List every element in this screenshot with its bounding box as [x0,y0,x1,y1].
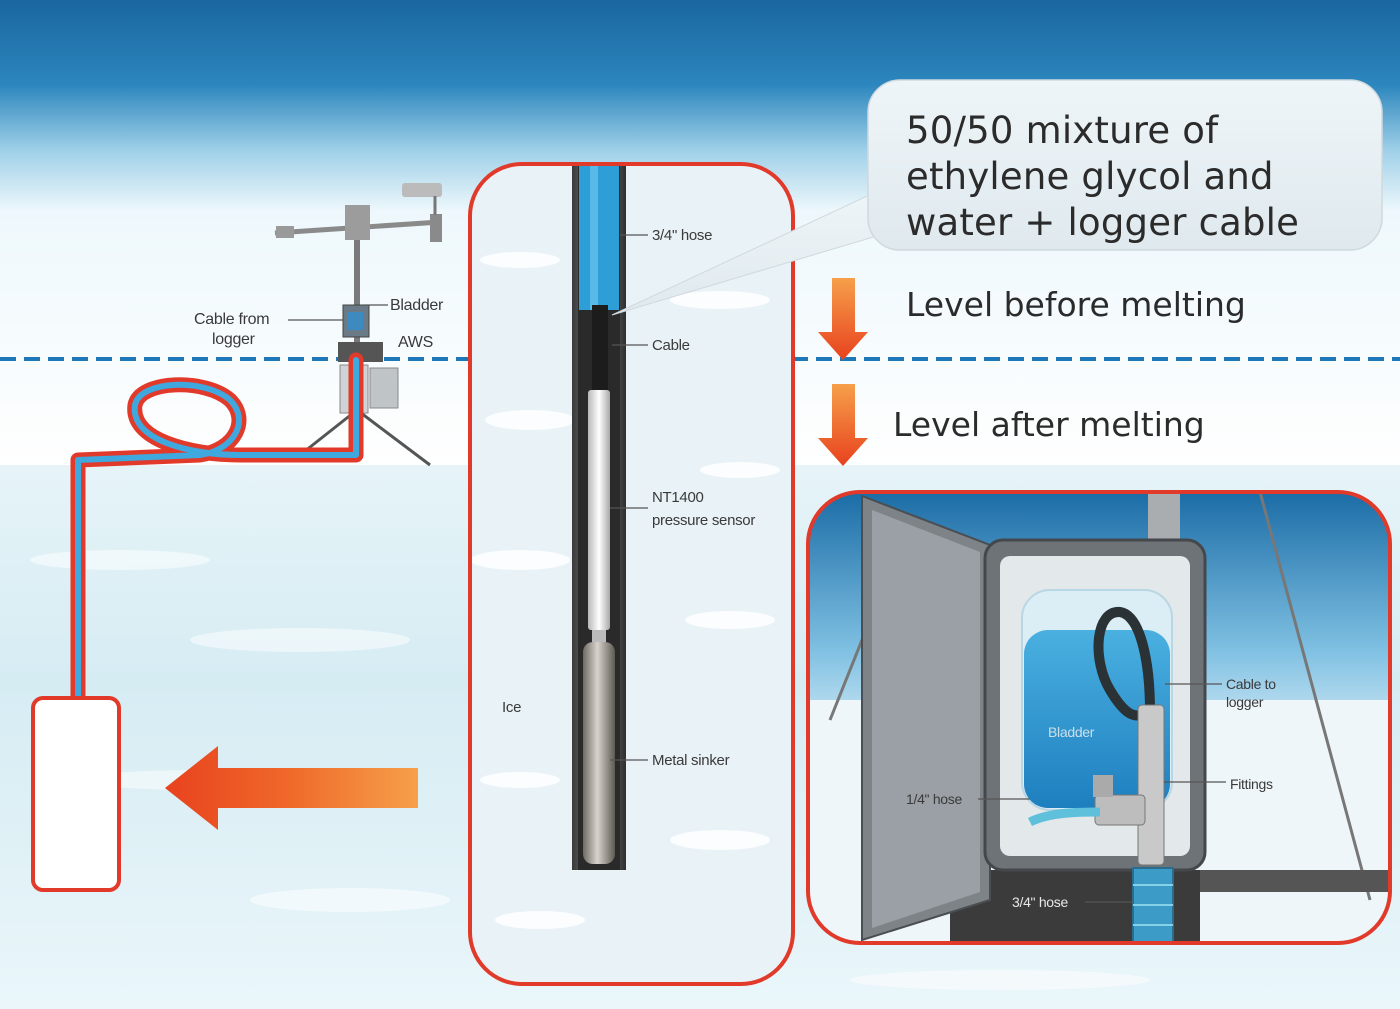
cable-label: Cable [652,337,690,354]
callout-text: 50/50 mixture of ethylene glycol and wat… [906,108,1366,246]
enclosure-bladder-label: Bladder [1048,724,1095,740]
hose-label: 3/4" hose [652,227,713,244]
left-arrow-icon [165,746,418,830]
quarter-hose-label: 1/4" hose [906,791,962,807]
callout-line-3: water + logger cable [906,201,1300,244]
sensor-label-1: NT1400 [652,489,704,506]
borehole-panel [468,162,795,986]
fittings [1137,704,1165,866]
callout-line-2: ethylene glycol and [906,155,1274,198]
level-after-arrow-icon [818,384,868,466]
sinker-label: Metal sinker [652,752,730,769]
station-leader-lines [288,304,388,321]
sensor-cable [592,305,608,395]
level-after-label: Level after melting [893,405,1205,444]
cable-to-logger-label-1: Cable to [1226,676,1276,692]
level-before-label: Level before melting [906,285,1246,324]
enclosure-panel [806,490,1392,945]
three-quarter-hose-label: 3/4" hose [1012,894,1068,910]
cable-from-logger-label-1: Cable from [194,311,270,328]
sensor-label-2: pressure sensor [652,512,756,529]
hose-to-sensor [70,352,364,708]
ice-label: Ice [502,699,522,716]
fittings-label: Fittings [1230,776,1273,792]
callout-line-1: 50/50 mixture of [906,109,1219,152]
cable-to-logger-label-2: logger [1226,694,1264,710]
aws-label: AWS [398,334,433,351]
glycol-fluid [579,166,619,310]
cable-loop [1093,607,1155,721]
aws-bladder-label: Bladder [390,297,444,314]
pressure-sensor [588,390,610,630]
metal-sinker [583,642,615,864]
three-quarter-hose [1132,867,1174,943]
cable-from-logger-label-2: logger [212,331,255,348]
level-before-arrow-icon [818,278,868,360]
callout-bubble [611,79,1383,316]
buried-sensor-box [31,696,121,892]
